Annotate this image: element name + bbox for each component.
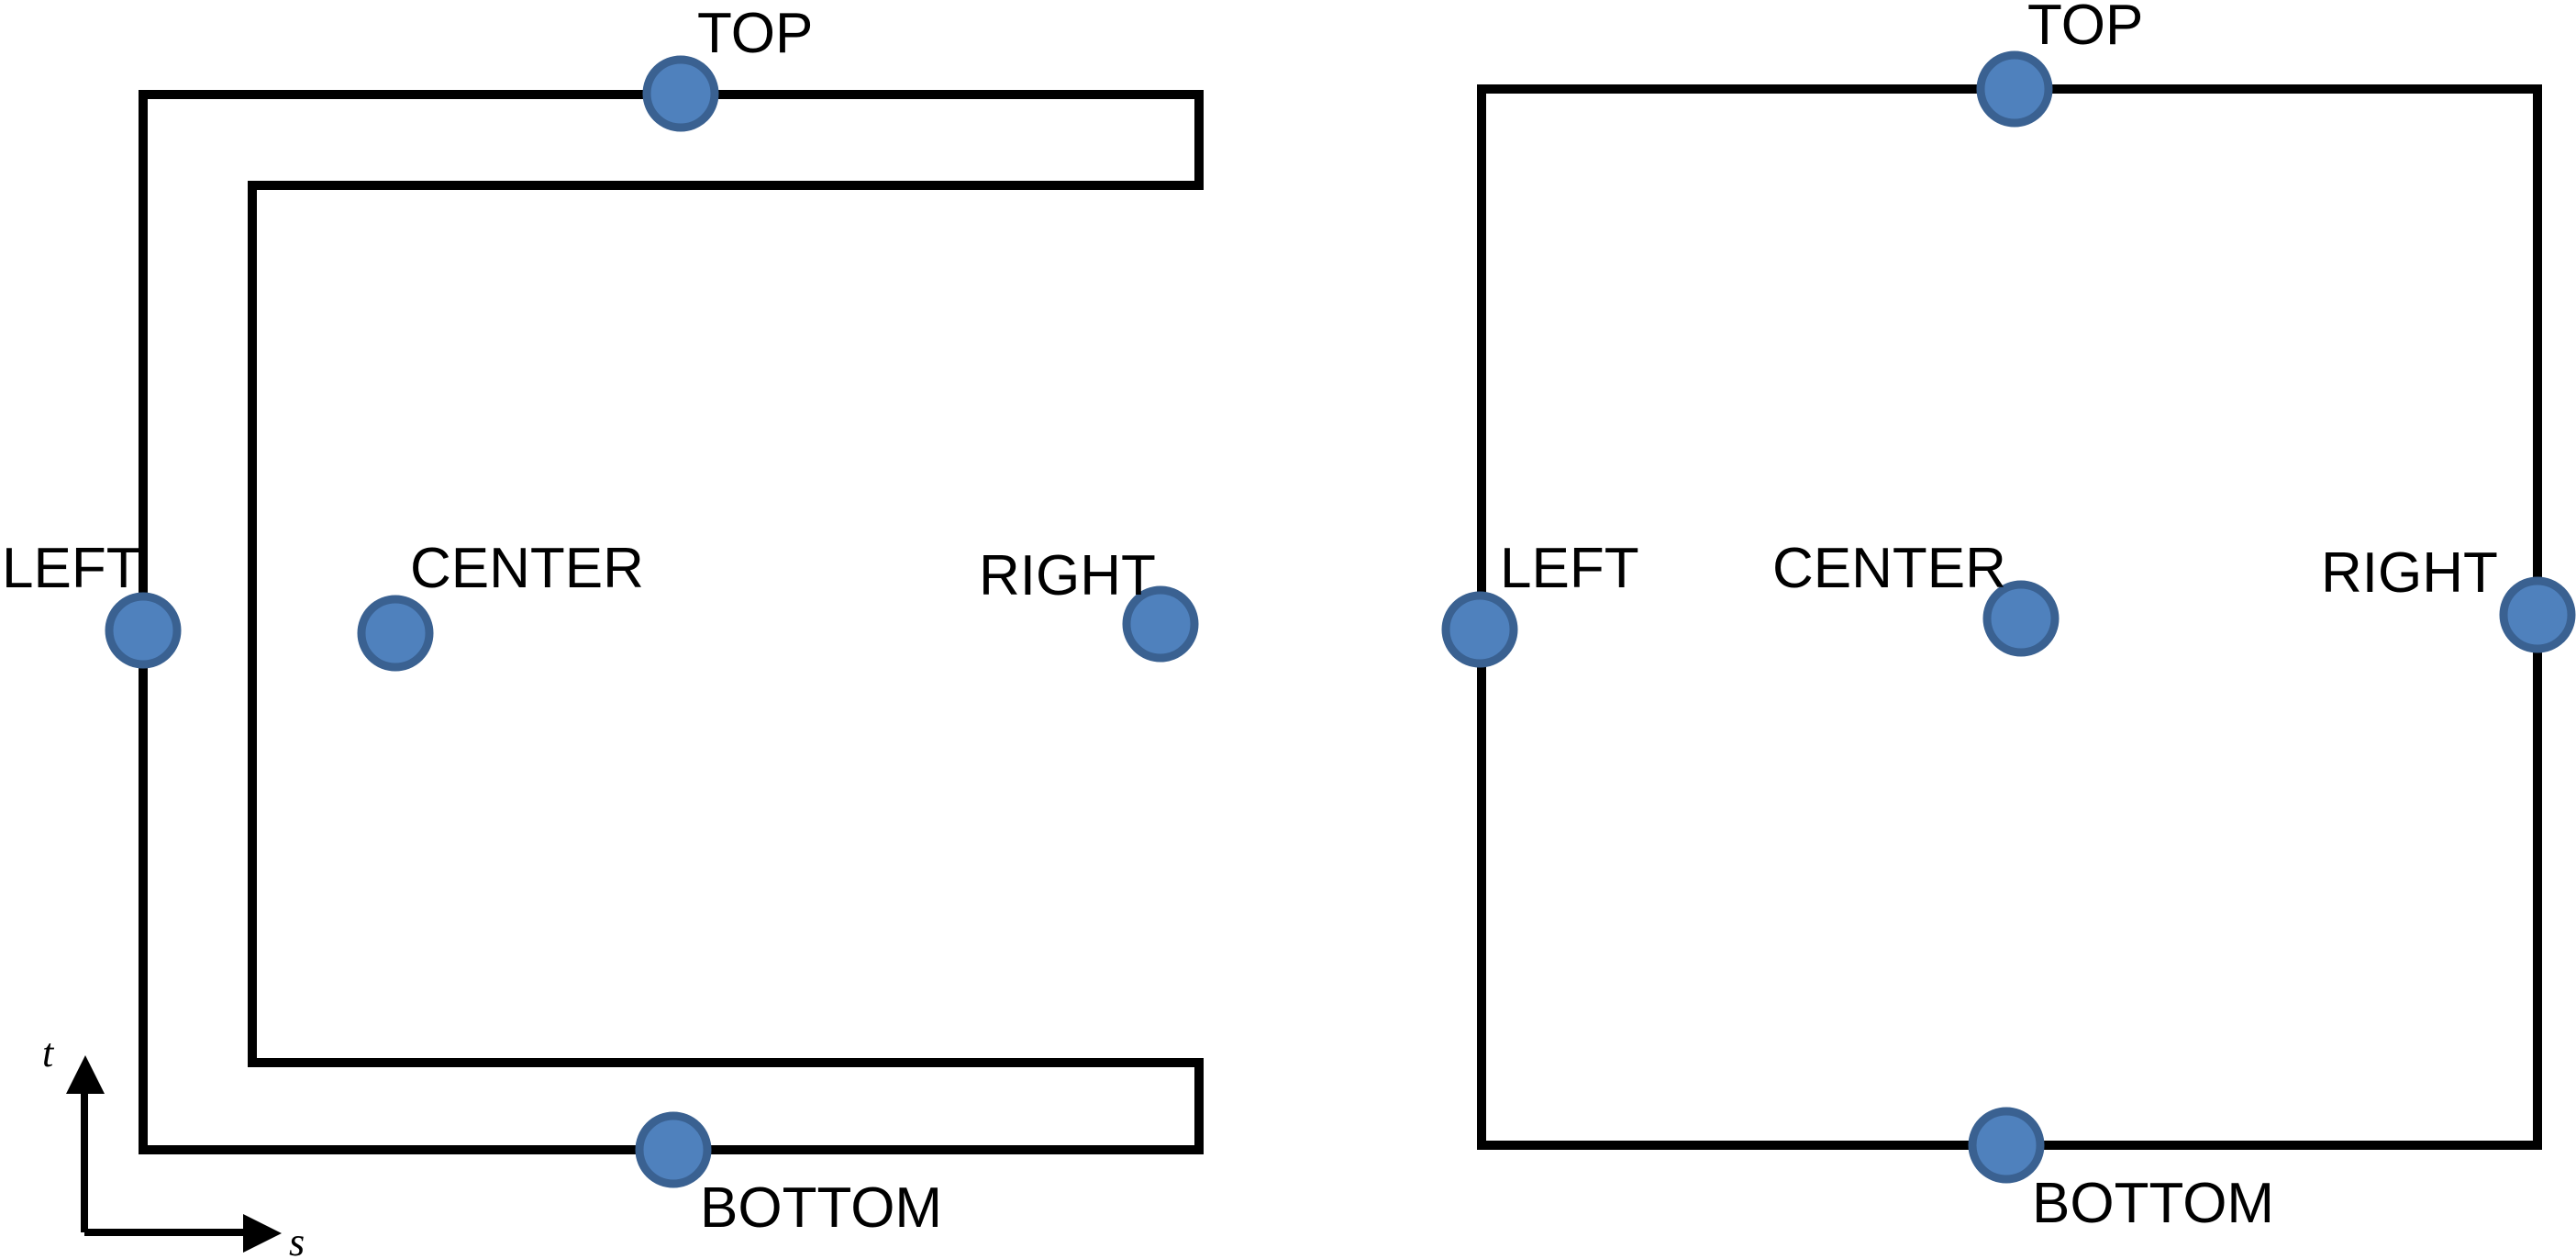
square-figure: TOP LEFT CENTER RIGHT BOTTOM bbox=[1441, 0, 2576, 1235]
t-axis-label: t bbox=[42, 1031, 55, 1075]
c-shape-bottom-label: BOTTOM bbox=[700, 1176, 942, 1240]
square-left-label: LEFT bbox=[1500, 537, 1639, 600]
square-top-label: TOP bbox=[2027, 0, 2143, 57]
s-axis-label: s bbox=[289, 1220, 305, 1259]
square-right-point bbox=[2499, 576, 2576, 653]
c-shape-left-point bbox=[105, 592, 182, 669]
c-shape-left-label: LEFT bbox=[2, 537, 141, 600]
c-shape-outline bbox=[139, 90, 1204, 1154]
square-top-point bbox=[1976, 50, 2053, 128]
square-center-label: CENTER bbox=[1772, 537, 2006, 600]
square-bottom-label: BOTTOM bbox=[2032, 1172, 2274, 1235]
c-shape-bottom-point bbox=[635, 1111, 712, 1188]
square-center-point bbox=[1982, 580, 2060, 657]
square-left-point bbox=[1441, 591, 1518, 668]
coordinate-axes: t s bbox=[42, 1031, 305, 1259]
c-shape-center-label: CENTER bbox=[410, 537, 644, 600]
square-bottom-point bbox=[1968, 1107, 2045, 1184]
c-shape-top-label: TOP bbox=[697, 2, 813, 65]
c-shape-right-label: RIGHT bbox=[979, 544, 1156, 607]
square-right-label: RIGHT bbox=[2321, 541, 2498, 605]
c-shape-top-point bbox=[642, 55, 719, 132]
c-shape-center-point bbox=[357, 595, 434, 672]
s-axis-arrowhead-icon bbox=[243, 1214, 282, 1253]
t-axis-arrowhead-icon bbox=[66, 1055, 105, 1094]
c-shape-right-point bbox=[1122, 585, 1199, 663]
c-shape-figure: TOP LEFT CENTER RIGHT BOTTOM bbox=[2, 2, 1204, 1240]
